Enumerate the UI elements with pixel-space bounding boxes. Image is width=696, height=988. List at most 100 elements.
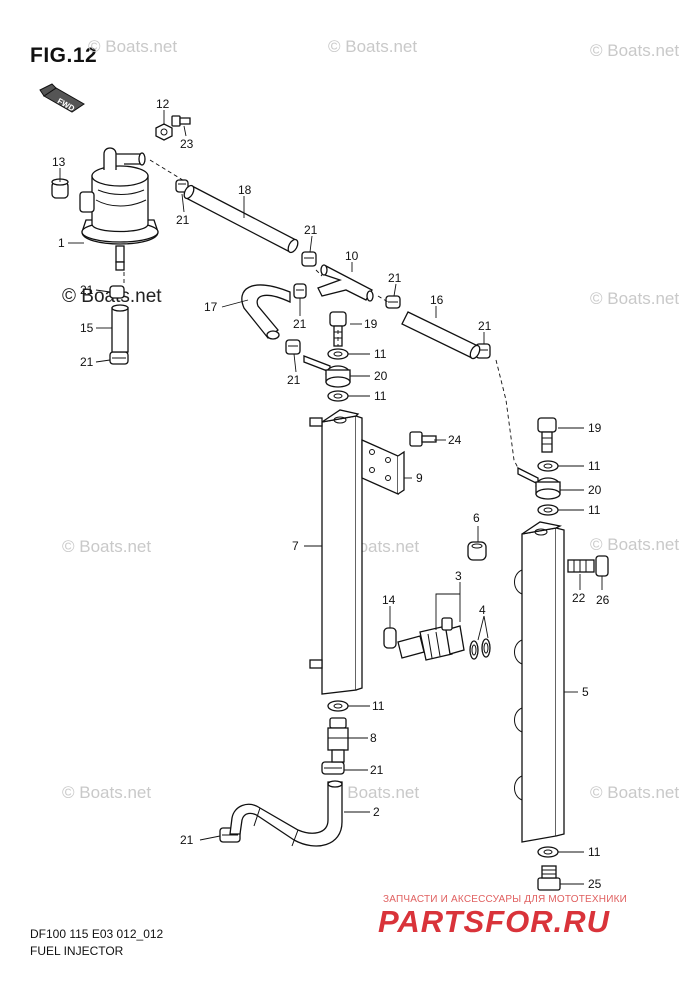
callout-label: 3 xyxy=(455,569,462,583)
callout-label: 11 xyxy=(372,699,385,713)
watermark: © Boats.net xyxy=(590,41,679,60)
clip xyxy=(109,351,129,365)
callout-label: 20 xyxy=(588,483,602,497)
callout-label: 11 xyxy=(374,389,387,403)
fwd-arrow-icon: FWD xyxy=(39,83,85,113)
callout-label: 25 xyxy=(588,877,602,891)
clip xyxy=(385,295,401,309)
callout-label: 19 xyxy=(364,317,378,331)
leader-lines xyxy=(59,110,603,885)
callout-label: 24 xyxy=(448,433,462,447)
clip xyxy=(285,339,301,355)
washer xyxy=(537,504,559,516)
callout-label: 23 xyxy=(180,137,194,151)
clip xyxy=(109,285,125,299)
footer-model-code: DF100 115 E03 012_012 xyxy=(30,927,164,941)
callout-label: 4 xyxy=(479,603,486,617)
fuel-filter xyxy=(79,147,159,271)
callout-label: 10 xyxy=(345,249,359,263)
watermark: © Boats.net xyxy=(330,783,419,802)
hose xyxy=(111,304,129,353)
washer xyxy=(537,846,559,858)
footer-section-name: FUEL INJECTOR xyxy=(30,944,124,958)
callout-label: 22 xyxy=(572,591,586,605)
callout-label: 21 xyxy=(80,283,94,297)
nut xyxy=(155,123,173,141)
brand-tagline: ЗАПЧАСТИ И АКСЕССУАРЫ ДЛЯ МОТОТЕХНИКИ xyxy=(383,894,628,905)
callout-label: 21 xyxy=(388,271,402,285)
o-ring xyxy=(469,640,479,660)
watermark: © Boats.net xyxy=(88,37,177,56)
callout-label: 12 xyxy=(156,97,170,111)
callout-label: 6 xyxy=(473,511,480,525)
fuel-injector xyxy=(397,617,465,661)
callout-label: 20 xyxy=(374,369,388,383)
watermark: © Boats.net xyxy=(62,783,151,802)
callout-label: 19 xyxy=(588,421,602,435)
union-fitting xyxy=(303,355,351,388)
routing-lines xyxy=(123,159,519,469)
fuel-rail-left xyxy=(309,409,363,695)
hose xyxy=(241,284,291,340)
callout-label: 11 xyxy=(588,503,601,517)
bracket xyxy=(361,438,405,496)
callout-label: 11 xyxy=(588,459,601,473)
clip xyxy=(321,761,345,775)
callout-label: 14 xyxy=(382,593,396,607)
bolt xyxy=(171,115,191,127)
collar xyxy=(595,555,609,577)
callout-label: 2 xyxy=(373,805,380,819)
callout-label: 16 xyxy=(430,293,444,307)
callout-label: 5 xyxy=(582,685,589,699)
watermark: © Boats.net xyxy=(328,37,417,56)
callout-label: 7 xyxy=(292,539,299,553)
drain-plug xyxy=(537,865,561,891)
callout-label: 21 xyxy=(80,355,94,369)
washer xyxy=(327,390,349,402)
hose xyxy=(229,780,343,847)
fuel-rail-right xyxy=(514,521,565,843)
callout-label: 11 xyxy=(374,347,387,361)
callout-label: 8 xyxy=(370,731,377,745)
clip xyxy=(301,251,317,267)
callout-label: 21 xyxy=(180,833,194,847)
grommet xyxy=(467,541,487,561)
pipe-connector xyxy=(327,717,349,763)
callout-labels: 12 23 13 1 21 18 21 10 21 16 21 17 21 21… xyxy=(52,97,610,891)
callout-label: 21 xyxy=(293,317,307,331)
hose-joint xyxy=(317,264,374,302)
seal xyxy=(383,627,397,649)
callout-label: 11 xyxy=(588,845,601,859)
bolt xyxy=(567,559,595,573)
hose xyxy=(183,184,299,254)
clip xyxy=(175,179,189,193)
callout-label: 21 xyxy=(176,213,190,227)
brand-logo: PARTSFOR.RU xyxy=(378,904,611,939)
o-ring xyxy=(481,638,491,658)
callout-label: 21 xyxy=(370,763,384,777)
callout-label: 17 xyxy=(204,300,218,314)
washer xyxy=(327,348,349,360)
rubber-cap xyxy=(51,178,69,199)
union-fitting xyxy=(517,466,561,500)
watermark: © Boats.net xyxy=(590,783,679,802)
bolt xyxy=(409,431,437,447)
callout-label: 1 xyxy=(58,236,65,250)
washer xyxy=(537,460,559,472)
callout-label: 9 xyxy=(416,471,423,485)
callout-label: 21 xyxy=(304,223,318,237)
hose xyxy=(401,311,481,360)
washer xyxy=(327,700,349,712)
callout-label: 26 xyxy=(596,593,610,607)
figure-title: FIG.12 xyxy=(30,44,98,67)
callout-label: 21 xyxy=(287,373,301,387)
callout-label: 13 xyxy=(52,155,66,169)
callout-label: 15 xyxy=(80,321,94,335)
union-bolt xyxy=(537,417,557,453)
clip xyxy=(293,283,307,299)
watermark: © Boats.net xyxy=(590,535,679,554)
watermark: © Boats.net xyxy=(590,289,679,308)
callout-label: 18 xyxy=(238,183,252,197)
callout-label: 21 xyxy=(478,319,492,333)
